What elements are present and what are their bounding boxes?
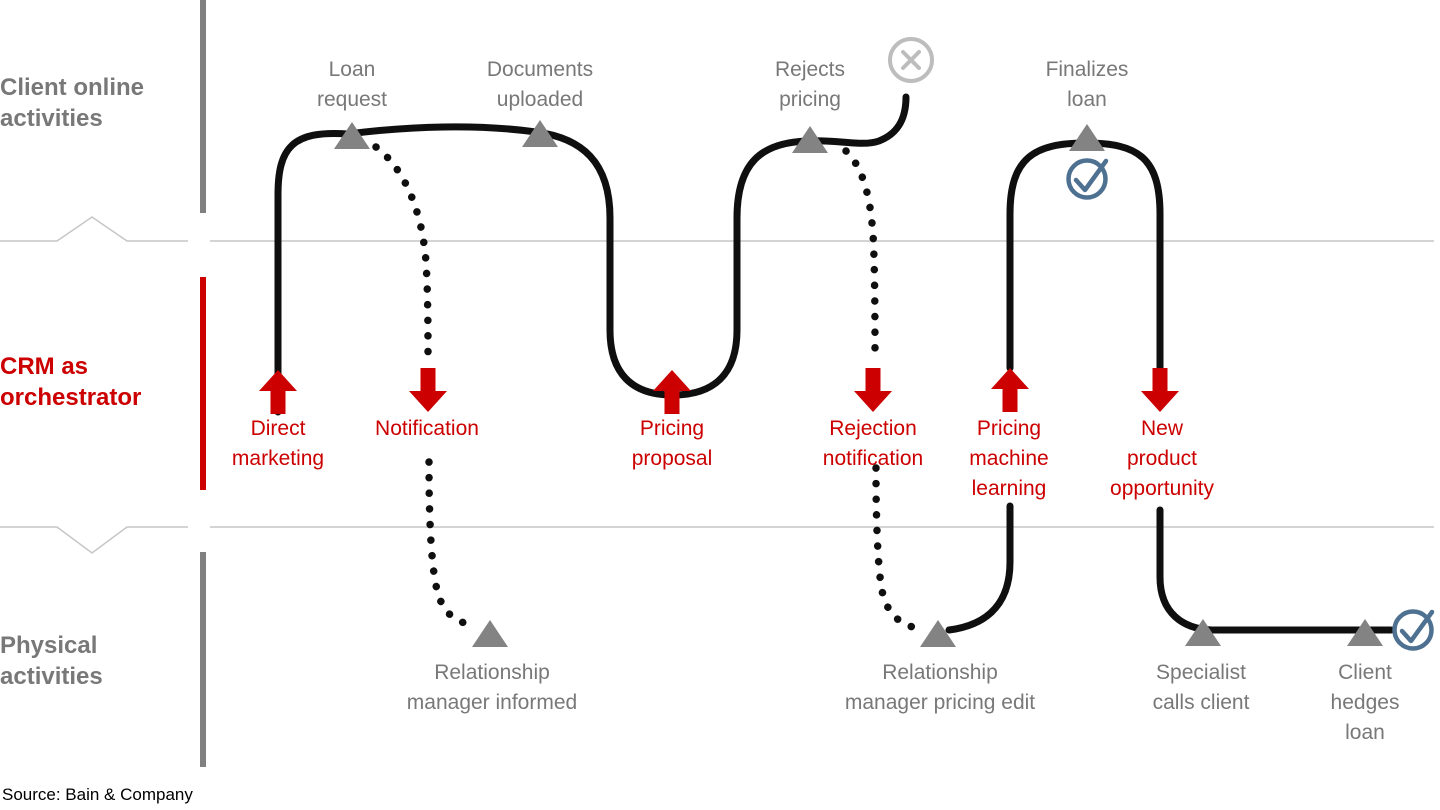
circle-x-icon xyxy=(888,37,934,83)
arrow-down-rejection-notification xyxy=(854,368,892,412)
lane-label-physical: Physical activities xyxy=(0,632,103,690)
dotted-path-rejection-upper xyxy=(842,147,879,362)
arrow-down-notification xyxy=(409,368,447,412)
dotted-path-rejection-lower xyxy=(872,464,925,633)
node-label-rm-pricing-edit: Relationship manager pricing edit xyxy=(844,661,1036,714)
node-label-direct-marketing: Direct marketing xyxy=(231,417,325,470)
node-label-rejects-pricing: Rejects pricing xyxy=(774,58,846,111)
arrow-up-pricing-machine-learning xyxy=(991,368,1029,412)
node-label-new-product-opportunity: New product opportunity xyxy=(1110,417,1214,500)
lane-divider-bottom xyxy=(0,526,1434,554)
lane-bar-physical xyxy=(200,552,206,767)
arrow-up-pricing-proposal xyxy=(653,370,691,414)
lane-bar-crm xyxy=(200,277,206,490)
solid-path-main-journey xyxy=(274,93,910,416)
triangle-specialist-calls xyxy=(1185,619,1221,646)
node-label-pricing-machine-learning: Pricing machine learning xyxy=(969,417,1049,500)
triangle-documents-uploaded xyxy=(522,120,558,147)
lane-divider-top xyxy=(0,216,1434,242)
node-label-notification: Notification xyxy=(375,417,479,440)
node-label-rm-informed: Relationship manager informed xyxy=(406,661,578,714)
dotted-path-notification-lower xyxy=(425,458,472,628)
triangle-client-hedges xyxy=(1347,619,1383,646)
dotted-path-notification-upper xyxy=(372,143,432,362)
node-label-documents-uploaded: Documents uploaded xyxy=(486,58,594,111)
node-label-pricing-proposal: Pricing proposal xyxy=(631,417,713,470)
triangle-finalizes-loan xyxy=(1069,124,1105,151)
lane-bar-client xyxy=(200,0,206,213)
circle-check-icon xyxy=(1392,609,1435,651)
arrow-down-new-product-opportunity xyxy=(1141,368,1179,412)
node-label-rejection-notification: Rejection notification xyxy=(822,417,924,470)
solid-path-hedge-lower xyxy=(1156,506,1395,634)
solid-path-ml-lower xyxy=(945,502,1014,634)
node-label-finalizes-loan: Finalizes loan xyxy=(1045,58,1129,111)
lane-label-client-online: Client online activities xyxy=(0,74,144,132)
solid-path-finalize-arch xyxy=(1006,139,1164,374)
circle-check-icon xyxy=(1066,158,1109,200)
arrow-up-direct-marketing xyxy=(259,370,297,414)
node-label-loan-request: Loan request xyxy=(316,58,388,111)
triangle-rm-informed xyxy=(472,620,508,647)
node-label-client-hedges-loan: Client hedges loan xyxy=(1330,661,1400,744)
triangle-rm-pricing-edit xyxy=(920,620,956,647)
triangle-rejects-pricing xyxy=(792,126,828,153)
triangle-loan-request xyxy=(334,122,370,149)
lane-label-crm-orchestrator: CRM as orchestrator xyxy=(0,353,142,411)
source-note: Source: Bain & Company xyxy=(2,785,193,804)
node-label-specialist-calls-client: Specialist calls client xyxy=(1152,661,1250,714)
